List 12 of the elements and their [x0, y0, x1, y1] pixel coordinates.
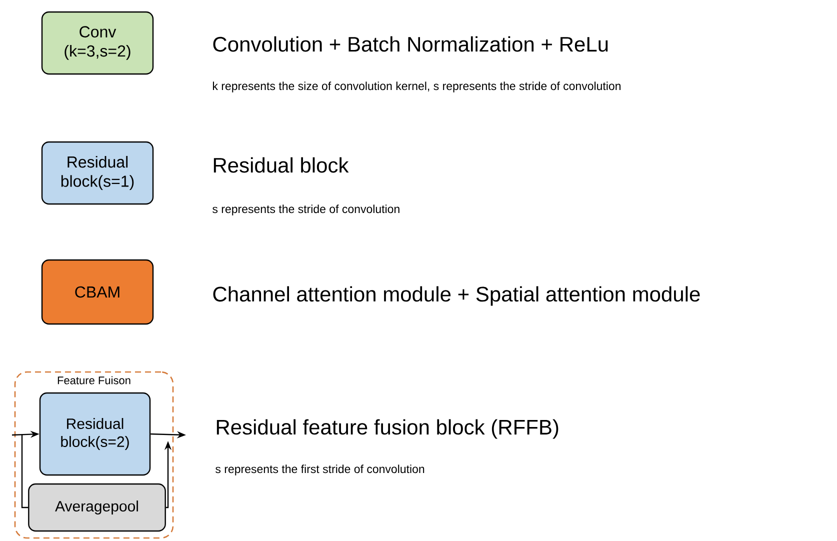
heading-text: Channel attention module + Spatial attention module — [213, 286, 700, 306]
description-text: s represents the stride of convolution — [212, 204, 400, 216]
description-text: k represents the size of convolution kernel, s represents the stride of convolution — [212, 82, 620, 92]
process-box: Averagepool — [28, 483, 166, 532]
heading-text: Convolution + Batch Normalization + ReLu — [213, 36, 608, 52]
process-box: CBAM — [41, 259, 154, 325]
process-box: Residual block(s=1) — [41, 141, 154, 205]
process-box: Residual block(s=2) — [39, 392, 151, 476]
heading-text: Residual block — [214, 157, 349, 173]
process-box: Conv (k=3,s=2) — [41, 11, 154, 75]
description-text: s represents the first stride of convolution — [216, 464, 424, 476]
heading-text: Residual feature fusion block (RFFB) — [216, 419, 558, 439]
